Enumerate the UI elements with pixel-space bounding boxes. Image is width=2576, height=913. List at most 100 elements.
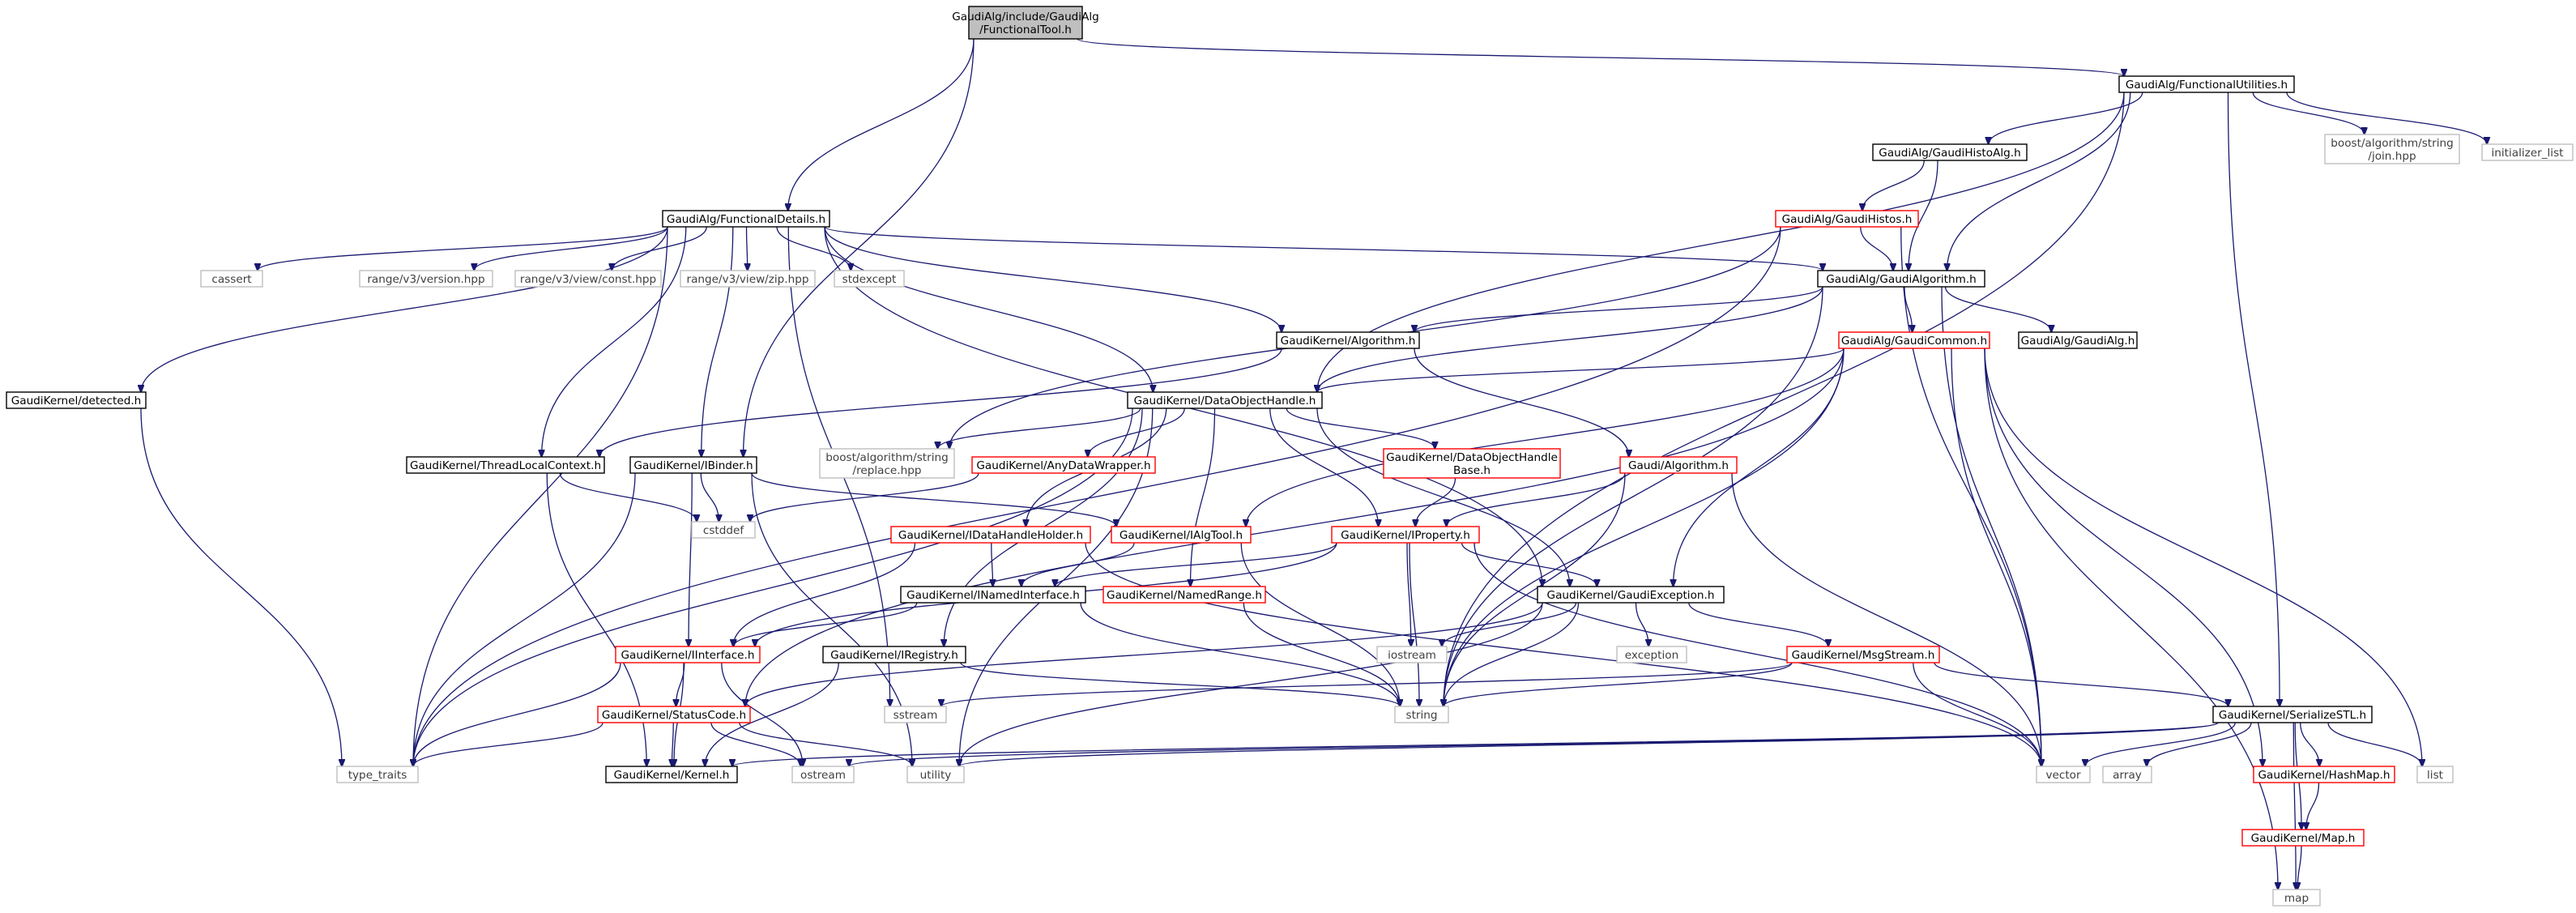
node-gaudialg[interactable]: GaudiAlg/GaudiAlg.h bbox=[2018, 331, 2138, 349]
node-range-const: range/v3/view/const.hpp bbox=[514, 270, 662, 288]
node-inamedinterface[interactable]: GaudiKernel/INamedInterface.h bbox=[900, 586, 1086, 604]
node-box bbox=[359, 270, 493, 288]
node-stdexcept: stdexcept bbox=[834, 270, 905, 288]
node-box bbox=[900, 586, 1086, 604]
edge-hashmap-to-map-h bbox=[2306, 782, 2320, 830]
node-box bbox=[1331, 526, 1480, 544]
node-hashmap[interactable]: GaudiKernel/HashMap.h bbox=[2253, 766, 2395, 783]
edge-gaudialgorithm-to-gaudialg bbox=[1944, 286, 2052, 332]
node-functionalutilities[interactable]: GaudiAlg/FunctionalUtilities.h bbox=[2118, 75, 2295, 93]
node-gaudicommon[interactable]: GaudiAlg/GaudiCommon.h bbox=[1838, 331, 1990, 349]
edge-dataobjecthandle-to-anydatawrapper bbox=[1088, 407, 1185, 457]
edge-msgstream-to-serializestl bbox=[1934, 662, 2228, 706]
edge-functionaltool-to-ibinder bbox=[744, 38, 975, 457]
node-label: GaudiKernel/INamedInterface.h bbox=[906, 589, 1080, 602]
node-label: range/v3/view/zip.hpp bbox=[687, 273, 809, 286]
edge-functionalutilities-to-gaudialgorithm bbox=[1947, 92, 2131, 271]
edge-dataobjecthandle-to-dataobjecthandlebase bbox=[1286, 407, 1435, 449]
node-label: GaudiKernel/DataObjectHandle bbox=[1386, 451, 1558, 464]
node-box bbox=[2212, 706, 2373, 723]
node-box bbox=[1817, 270, 1985, 288]
nodes-layer: GaudiAlg/include/GaudiAlg/FunctionalTool… bbox=[6, 6, 2574, 907]
edge-gaudi-algorithm-to-vector bbox=[1731, 472, 2041, 766]
node-detected[interactable]: GaudiKernel/detected.h bbox=[6, 391, 147, 409]
node-iostream: iostream bbox=[1376, 646, 1448, 663]
node-label: range/v3/view/const.hpp bbox=[520, 273, 656, 286]
node-gaudiexception[interactable]: GaudiKernel/GaudiException.h bbox=[1537, 586, 1725, 604]
edge-gaudiexception-to-iostream bbox=[1442, 602, 1577, 646]
node-label: GaudiKernel/DataObjectHandle.h bbox=[1134, 395, 1316, 407]
node-box bbox=[2272, 889, 2321, 907]
node-kernel-algorithm[interactable]: GaudiKernel/Algorithm.h bbox=[1276, 331, 1420, 349]
node-label: GaudiKernel/IRegistry.h bbox=[830, 649, 958, 662]
edge-functionalutilities-to-dataobjecthandle bbox=[1317, 92, 2125, 392]
node-functionaldetails[interactable]: GaudiAlg/FunctionalDetails.h bbox=[662, 210, 830, 228]
node-box bbox=[1616, 646, 1687, 663]
node-label: exception bbox=[1625, 649, 1678, 662]
node-ibinder[interactable]: GaudiKernel/IBinder.h bbox=[629, 456, 757, 474]
node-box bbox=[1619, 456, 1738, 474]
node-box bbox=[1276, 331, 1420, 349]
node-threadlocalcontext[interactable]: GaudiKernel/ThreadLocalContext.h bbox=[406, 456, 605, 474]
node-box bbox=[2416, 766, 2454, 783]
node-label: GaudiKernel/detected.h bbox=[11, 395, 142, 407]
edge-functionaldetails-to-threadlocalcontext bbox=[542, 226, 687, 457]
node-label: sstream bbox=[893, 709, 938, 722]
node-label: GaudiKernel/IAlgTool.h bbox=[1120, 529, 1243, 542]
node-iinterface[interactable]: GaudiKernel/IInterface.h bbox=[615, 646, 761, 663]
node-box bbox=[615, 646, 761, 663]
node-namedrange[interactable]: GaudiKernel/NamedRange.h bbox=[1102, 586, 1266, 604]
node-label: string bbox=[1405, 709, 1437, 722]
edge-iproperty-to-iostream bbox=[1406, 542, 1411, 646]
node-iproperty[interactable]: GaudiKernel/IProperty.h bbox=[1331, 526, 1480, 544]
edge-gaudialgorithm-to-kernel-algorithm bbox=[1414, 286, 1823, 332]
node-box bbox=[2036, 766, 2091, 783]
edge-gaudialgorithm-to-dataobjecthandle bbox=[1317, 286, 1823, 392]
node-serializestl[interactable]: GaudiKernel/SerializeSTL.h bbox=[2212, 706, 2373, 723]
node-gaudi-algorithm[interactable]: Gaudi/Algorithm.h bbox=[1619, 456, 1738, 474]
edge-dataobjecthandlebase-to-iproperty bbox=[1415, 477, 1456, 527]
node-dataobjecthandle[interactable]: GaudiKernel/DataObjectHandle.h bbox=[1127, 391, 1323, 409]
edge-serializestl-to-map bbox=[2293, 722, 2296, 890]
node-gaudialgorithm[interactable]: GaudiAlg/GaudiAlgorithm.h bbox=[1817, 270, 1985, 288]
node-gaudihistoalg[interactable]: GaudiAlg/GaudiHistoAlg.h bbox=[1872, 143, 2028, 161]
node-initializer-list: initializer_list bbox=[2481, 143, 2574, 161]
node-anydatawrapper[interactable]: GaudiKernel/AnyDataWrapper.h bbox=[971, 456, 1156, 474]
edge-gaudihistoalg-to-gaudialgorithm bbox=[1909, 160, 1938, 271]
node-map: map bbox=[2272, 889, 2321, 907]
edge-gaudiexception-to-statuscode bbox=[745, 602, 1543, 706]
node-msgstream[interactable]: GaudiKernel/MsgStream.h bbox=[1786, 646, 1940, 663]
node-box bbox=[1111, 526, 1252, 544]
node-idatahandleholder[interactable]: GaudiKernel/IDataHandleHolder.h bbox=[890, 526, 1091, 544]
node-box bbox=[406, 456, 605, 474]
edge-inamedinterface-to-iinterface bbox=[734, 602, 918, 646]
node-box bbox=[629, 456, 757, 474]
node-map-h[interactable]: GaudiKernel/Map.h bbox=[2241, 829, 2365, 847]
node-functionaltool[interactable]: GaudiAlg/include/GaudiAlg/FunctionalTool… bbox=[952, 6, 1099, 40]
node-gaudihistos[interactable]: GaudiAlg/GaudiHistos.h bbox=[1775, 210, 1919, 228]
node-iregistry[interactable]: GaudiKernel/IRegistry.h bbox=[822, 646, 966, 663]
node-box bbox=[514, 270, 662, 288]
edge-iinterface-to-ostream bbox=[721, 662, 803, 766]
node-list: list bbox=[2416, 766, 2454, 783]
node-label: type_traits bbox=[348, 769, 407, 782]
edge-gaudiexception-to-msgstream bbox=[1688, 602, 1828, 646]
node-box bbox=[605, 766, 738, 783]
edge-gaudihistos-to-type-traits bbox=[413, 226, 1781, 766]
edge-functionaldetails-to-range-const bbox=[612, 226, 707, 271]
edge-dataobjecthandle-to-type-traits bbox=[413, 407, 1133, 766]
node-statuscode[interactable]: GaudiKernel/StatusCode.h bbox=[597, 706, 751, 723]
edge-serializestl-to-hashmap bbox=[2300, 722, 2319, 766]
edge-gaudicommon-to-map bbox=[1984, 348, 2278, 890]
edge-serializestl-to-utility bbox=[959, 722, 2219, 766]
edge-ibinder-to-type-traits bbox=[413, 472, 636, 766]
edge-msgstream-to-string bbox=[1444, 662, 1793, 706]
edge-functionalutilities-to-boost-join bbox=[2252, 92, 2364, 134]
node-kernel[interactable]: GaudiKernel/Kernel.h bbox=[605, 766, 738, 783]
node-vector: vector bbox=[2036, 766, 2091, 783]
node-ialgtool[interactable]: GaudiKernel/IAlgTool.h bbox=[1111, 526, 1252, 544]
node-label: GaudiAlg/FunctionalDetails.h bbox=[667, 213, 825, 226]
node-box bbox=[906, 766, 965, 783]
node-label: array bbox=[2113, 769, 2142, 782]
